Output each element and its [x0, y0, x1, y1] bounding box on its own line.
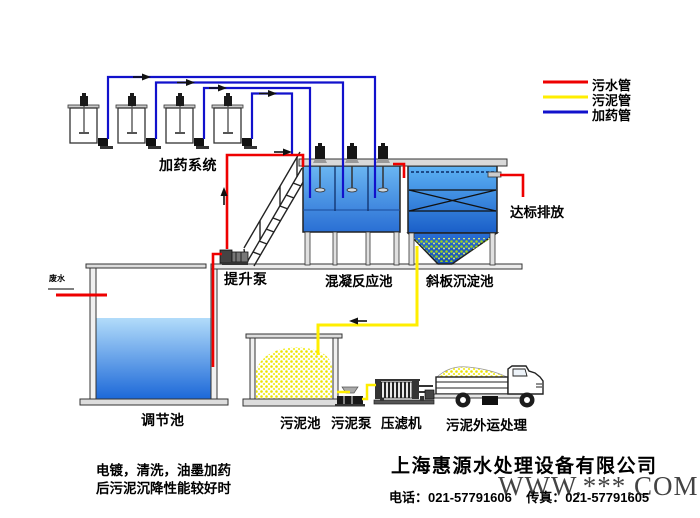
sludge-tank: [242, 333, 346, 407]
note-text: 电镀，清洗，油墨加药 后污泥沉降性能较好时: [96, 462, 231, 498]
regulating-tank: [48, 263, 229, 406]
dosing-tank-1: [67, 93, 113, 149]
dosing-tank-2: [115, 93, 161, 149]
legend-label-dosing: 加药管: [592, 108, 632, 123]
regulating-tank-water: [96, 318, 211, 399]
truck-icon: [433, 365, 544, 408]
lift-pump-icon: [219, 249, 249, 265]
sludge-drain-pipe: [316, 246, 419, 355]
label-reaction-tank: 混凝反应池: [325, 274, 393, 289]
legend-label-sewage: 污水管: [592, 78, 632, 93]
company-name: 上海惠源水处理设备有限公司: [391, 456, 658, 477]
transfer-pipe: [393, 162, 406, 178]
dosing-system: [67, 93, 257, 149]
lift-discharge-pipe: [225, 153, 305, 249]
dosing-pipe-1: [106, 75, 377, 198]
label-dosing-system: 加药系统: [159, 157, 217, 173]
label-sludge-disposal: 污泥外运处理: [446, 418, 527, 433]
label-discharge: 达标排放: [510, 205, 564, 220]
watermark: WWW.***.COM: [498, 471, 699, 501]
label-sludge-pump: 污泥泵: [331, 416, 372, 431]
flow-arrows: [133, 73, 367, 325]
dosing-pump-icon: [194, 138, 204, 146]
settling-tank: [406, 165, 502, 266]
dosing-pump-icon: [242, 138, 252, 146]
label-filter-press: 压滤机: [381, 416, 422, 431]
sewage-pipes: [56, 153, 525, 367]
sludge-feed-pipe: [362, 383, 376, 401]
legend-label-sludge: 污泥管: [592, 93, 632, 108]
outlet-nozzle: [487, 171, 502, 178]
sludge-pile: [256, 347, 332, 399]
legend-swatches: [543, 80, 588, 114]
truck-load: [435, 366, 508, 378]
suction-pipe: [211, 252, 222, 367]
label-regulating-tank: 调节池: [141, 412, 185, 428]
dosing-tank-4: [211, 93, 257, 149]
dosing-pipe-2: [154, 81, 345, 198]
dosing-tank-3: [163, 93, 209, 149]
dosing-pump-icon: [98, 138, 108, 146]
label-lift-pump: 提升泵: [224, 271, 268, 287]
truck-window: [512, 368, 528, 377]
dosing-pipe-3: [202, 86, 312, 198]
label-sludge-tank: 污泥池: [280, 416, 321, 431]
note-line-2: 后污泥沉降性能较好时: [96, 481, 231, 496]
dosing-pipe-4: [250, 92, 294, 154]
inclined-plate: [408, 189, 497, 212]
note-line-1: 电镀，清洗，油墨加药: [96, 463, 231, 478]
dosing-pump-icon: [146, 138, 156, 146]
reaction-tank-mixers: [313, 143, 390, 193]
mixer-icon: [345, 143, 359, 193]
settled-sludge: [413, 238, 492, 262]
filter-press-icon: [373, 379, 435, 405]
mixer-icon: [376, 143, 390, 193]
mixer-icon: [313, 143, 327, 193]
stairs: [243, 151, 310, 267]
sludge-pump-icon: [335, 386, 365, 407]
contact-info: 电话：021-57791606 传真：021-57791605: [389, 490, 650, 505]
label-settling-tank: 斜板沉淀池: [426, 274, 494, 289]
sludge-pipes: [316, 246, 419, 401]
label-influent: 废水: [49, 274, 65, 283]
effluent-pipe: [500, 173, 525, 197]
